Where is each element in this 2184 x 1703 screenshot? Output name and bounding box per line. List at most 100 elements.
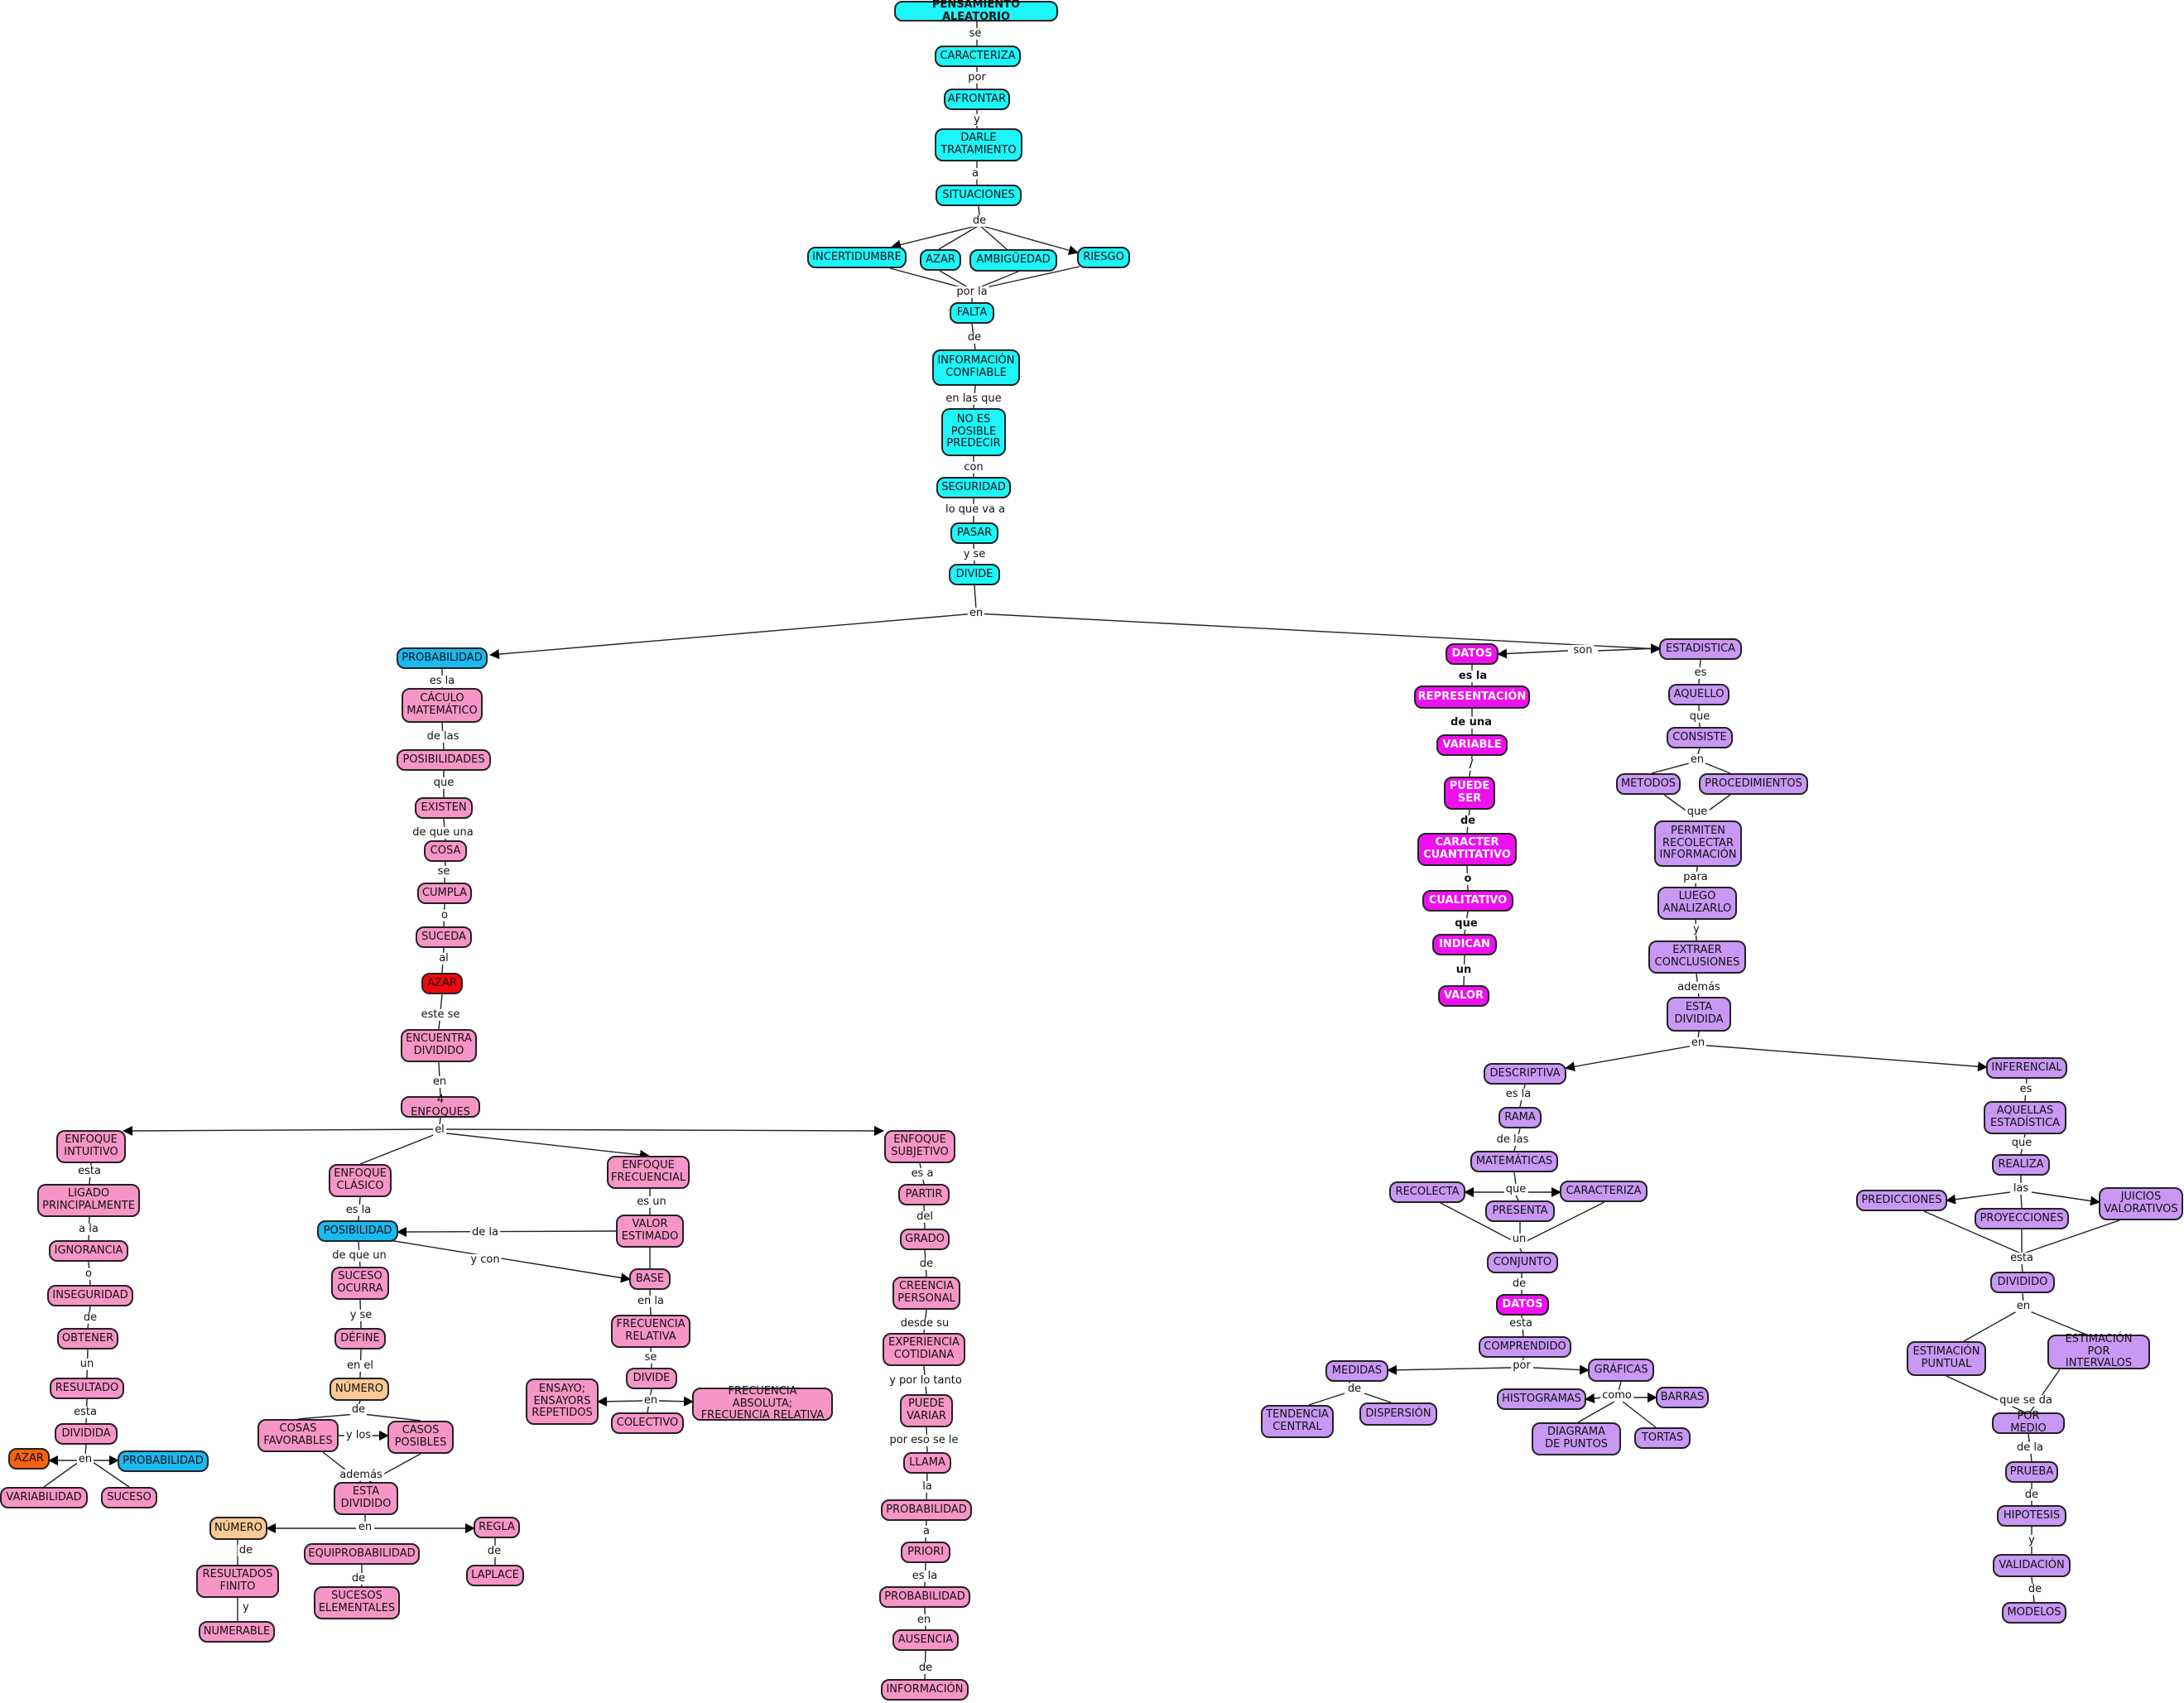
node-ambiguedad[interactable]: AMBIGÜEDAD	[969, 249, 1057, 272]
node-situaciones[interactable]: SITUACIONES	[936, 185, 1022, 206]
node-darle-tratamiento[interactable]: DARLE TRATAMIENTO	[935, 128, 1022, 161]
node-cualitativo[interactable]: CUALITATIVO	[1422, 890, 1513, 912]
node-encuentra-dividido[interactable]: ENCUENTRA DIVIDIDO	[401, 1029, 477, 1062]
node-base[interactable]: BASE	[629, 1268, 671, 1290]
node-azar-red[interactable]: AZAR	[421, 973, 463, 994]
node-pasar[interactable]: PASAR	[950, 522, 998, 544]
node-juicios-valorativos[interactable]: JUICIOS VALORATIVOS	[2099, 1187, 2183, 1220]
node-datos[interactable]: DATOS	[1446, 643, 1498, 665]
node-ligado-principalmente[interactable]: LIGADO PRINCIPALMENTE	[37, 1184, 140, 1217]
node-indican[interactable]: INDICAN	[1432, 934, 1497, 955]
node-priori[interactable]: PRIORI	[901, 1542, 950, 1563]
node-enfoque-intuitivo[interactable]: ENFOQUE INTUITIVO	[56, 1130, 126, 1163]
node-riesgo[interactable]: RIESGO	[1077, 247, 1130, 268]
node-cumpla[interactable]: CUMPLA	[417, 883, 472, 904]
node-matematicas[interactable]: MATEMÁTICAS	[1470, 1151, 1558, 1172]
node-enfoque-frecuencial[interactable]: ENFOQUE FRECUENCIAL	[607, 1156, 690, 1189]
node-probabilidad-small[interactable]: PROBABILIDAD	[118, 1450, 209, 1472]
node-hipotesis[interactable]: HIPOTESIS	[1997, 1505, 2066, 1527]
node-sucesos-elementales[interactable]: SUCESOS ELEMENTALES	[314, 1586, 400, 1619]
node-estadistica[interactable]: ESTADISTICA	[1659, 638, 1742, 660]
node-ensayos-repetidos[interactable]: ENSAYO; ENSAYORS REPETIDOS	[526, 1378, 599, 1425]
node-divide[interactable]: DIVIDE	[949, 564, 1000, 585]
node-existen[interactable]: EXISTEN	[415, 797, 473, 819]
node-inseguridad[interactable]: INSEGURIDAD	[47, 1285, 133, 1306]
node-barras[interactable]: BARRAS	[1656, 1387, 1709, 1408]
node-suceso[interactable]: SUCESO	[101, 1487, 157, 1508]
node-modelos[interactable]: MODELOS	[2002, 1602, 2066, 1624]
node-prueba[interactable]: PRUEBA	[2005, 1461, 2058, 1483]
node-suceso-ocurra[interactable]: SUCESO OCURRA	[331, 1267, 389, 1300]
node-colectivo[interactable]: COLECTIVO	[611, 1412, 684, 1434]
node-frecuencia-relativa[interactable]: FRECUENCIA RELATIVA	[611, 1315, 690, 1348]
node-inferencial[interactable]: INFERENCIAL	[1986, 1057, 2067, 1079]
node-esta-dividido-left[interactable]: ESTA DIVIDIDO	[334, 1482, 398, 1515]
node-posibilidad[interactable]: POSIBILIDAD	[317, 1220, 398, 1242]
node-llama[interactable]: LLAMA	[903, 1452, 951, 1474]
node-azar-top[interactable]: AZAR	[920, 249, 961, 271]
node-puede-ser[interactable]: PUEDE SER	[1444, 777, 1495, 810]
node-datos2[interactable]: DATOS	[1496, 1294, 1549, 1316]
node-luego-analizarlo[interactable]: LUEGO ANALIZARLO	[1657, 887, 1737, 920]
node-dividido-right[interactable]: DIVIDIDO	[1990, 1272, 2055, 1293]
node-pensamiento-aleatorio[interactable]: PENSAMIENTO ALEATORIO	[894, 0, 1058, 22]
node-representacion[interactable]: REPRESENTACIÓN	[1414, 686, 1530, 709]
node-define[interactable]: DÉFINE	[334, 1328, 386, 1349]
node-numero2[interactable]: NÚMERO	[209, 1517, 267, 1540]
node-posibilidades[interactable]: POSIBILIDADES	[397, 749, 491, 771]
node-numerable[interactable]: NUMERABLE	[199, 1621, 275, 1643]
node-validacion[interactable]: VALIDACIÓN	[1993, 1554, 2071, 1577]
node-dispersion[interactable]: DISPERSIÓN	[1359, 1402, 1437, 1426]
node-ausencia[interactable]: AUSENCIA	[892, 1629, 959, 1651]
node-laplace[interactable]: LAPLACE	[466, 1565, 524, 1586]
node-equiprobabilidad[interactable]: EQUIPROBABILIDAD	[304, 1543, 420, 1565]
node-4-enfoques[interactable]: 4 ENFOQUES	[401, 1094, 480, 1118]
node-divide2[interactable]: DIVIDE	[626, 1368, 677, 1389]
node-experiencia-cotidiana[interactable]: EXPERIENCIA COTIDIANA	[883, 1333, 965, 1366]
node-calculo-matematico[interactable]: CÁCULO MATEMÁTICO	[402, 688, 483, 723]
node-caracteriza[interactable]: CARACTERIZA	[935, 46, 1021, 67]
node-variable[interactable]: VARIABLE	[1436, 734, 1508, 756]
node-estimacion-puntual[interactable]: ESTIMACIÓN PUNTUAL	[1907, 1341, 1986, 1376]
node-permiten-recolectar[interactable]: PERMITEN RECOLECTAR INFORMACIÓN	[1654, 820, 1742, 867]
node-consiste[interactable]: CONSISTE	[1667, 727, 1733, 748]
node-rama[interactable]: RAMA	[1498, 1107, 1542, 1128]
node-partir[interactable]: PARTIR	[898, 1184, 950, 1205]
node-azar-orange[interactable]: AZAR	[8, 1448, 50, 1470]
node-comprendido[interactable]: COMPRENDIDO	[1479, 1336, 1571, 1358]
node-cosas-favorables[interactable]: COSAS FAVORABLES	[257, 1419, 339, 1452]
node-histogramas[interactable]: HISTOGRAMAS	[1497, 1388, 1586, 1410]
node-ignorancia[interactable]: IGNORANCIA	[49, 1240, 128, 1262]
node-creencia-personal[interactable]: CREENCIA PERSONAL	[892, 1277, 960, 1310]
node-por-medio[interactable]: POR MEDIO	[1992, 1410, 2065, 1435]
node-presenta[interactable]: PRESENTA	[1485, 1200, 1555, 1222]
node-numero[interactable]: NÚMERO	[330, 1378, 389, 1401]
node-seguridad[interactable]: SEGURIDAD	[936, 477, 1011, 498]
node-caracteriza2[interactable]: CARACTERIZA	[1560, 1181, 1648, 1202]
node-diagrama-de-puntos[interactable]: DIAGRAMA DE PUNTOS	[1532, 1422, 1621, 1455]
node-incertidumbre[interactable]: INCERTIDUMBRE	[807, 247, 907, 268]
node-estimacion-intervalos[interactable]: ESTIMACIÓN POR INTERVALOS	[2047, 1333, 2150, 1369]
node-frecuencia-absoluta[interactable]: FRECUENCIA ABSOLUTA; FRECUENCIA RELATIVA	[692, 1385, 833, 1422]
node-puede-variar[interactable]: PUEDE VARIAR	[900, 1394, 953, 1427]
node-cosa[interactable]: COSA	[424, 840, 467, 862]
node-conjunto[interactable]: CONJUNTO	[1487, 1252, 1558, 1273]
node-informacion[interactable]: INFORMACIÓN	[881, 1679, 969, 1701]
node-probabilidad-sub2[interactable]: PROBABILIDAD	[879, 1586, 970, 1608]
node-descriptiva[interactable]: DESCRIPTIVA	[1484, 1063, 1566, 1085]
node-aquello[interactable]: AQUELLO	[1668, 684, 1729, 705]
node-tortas[interactable]: TORTAS	[1634, 1427, 1691, 1449]
node-variabilidad[interactable]: VARIABILIDAD	[0, 1487, 88, 1508]
node-grado[interactable]: GRADO	[900, 1229, 950, 1250]
node-medidas[interactable]: MEDIDAS	[1325, 1360, 1388, 1382]
node-falta[interactable]: FALTA	[950, 302, 994, 324]
node-predicciones[interactable]: PREDICCIONES	[1856, 1190, 1947, 1211]
node-probabilidad-sub[interactable]: PROBABILIDAD	[881, 1499, 972, 1521]
node-casos-posibles[interactable]: CASOS POSIBLES	[387, 1421, 454, 1454]
node-graficas[interactable]: GRÁFICAS	[1588, 1359, 1654, 1382]
node-caracter-cuantitativo[interactable]: CARACTER CUANTITATIVO	[1417, 833, 1517, 866]
node-informacion-confiable[interactable]: INFORMACIÓN CONFIABLE	[932, 349, 1020, 386]
node-enfoque-subjetivo[interactable]: ENFOQUE SUBJETIVO	[884, 1130, 955, 1163]
node-proyecciones[interactable]: PROYECCIONES	[1975, 1208, 2069, 1229]
node-valor-estimado[interactable]: VALOR ESTIMADO	[616, 1215, 684, 1248]
